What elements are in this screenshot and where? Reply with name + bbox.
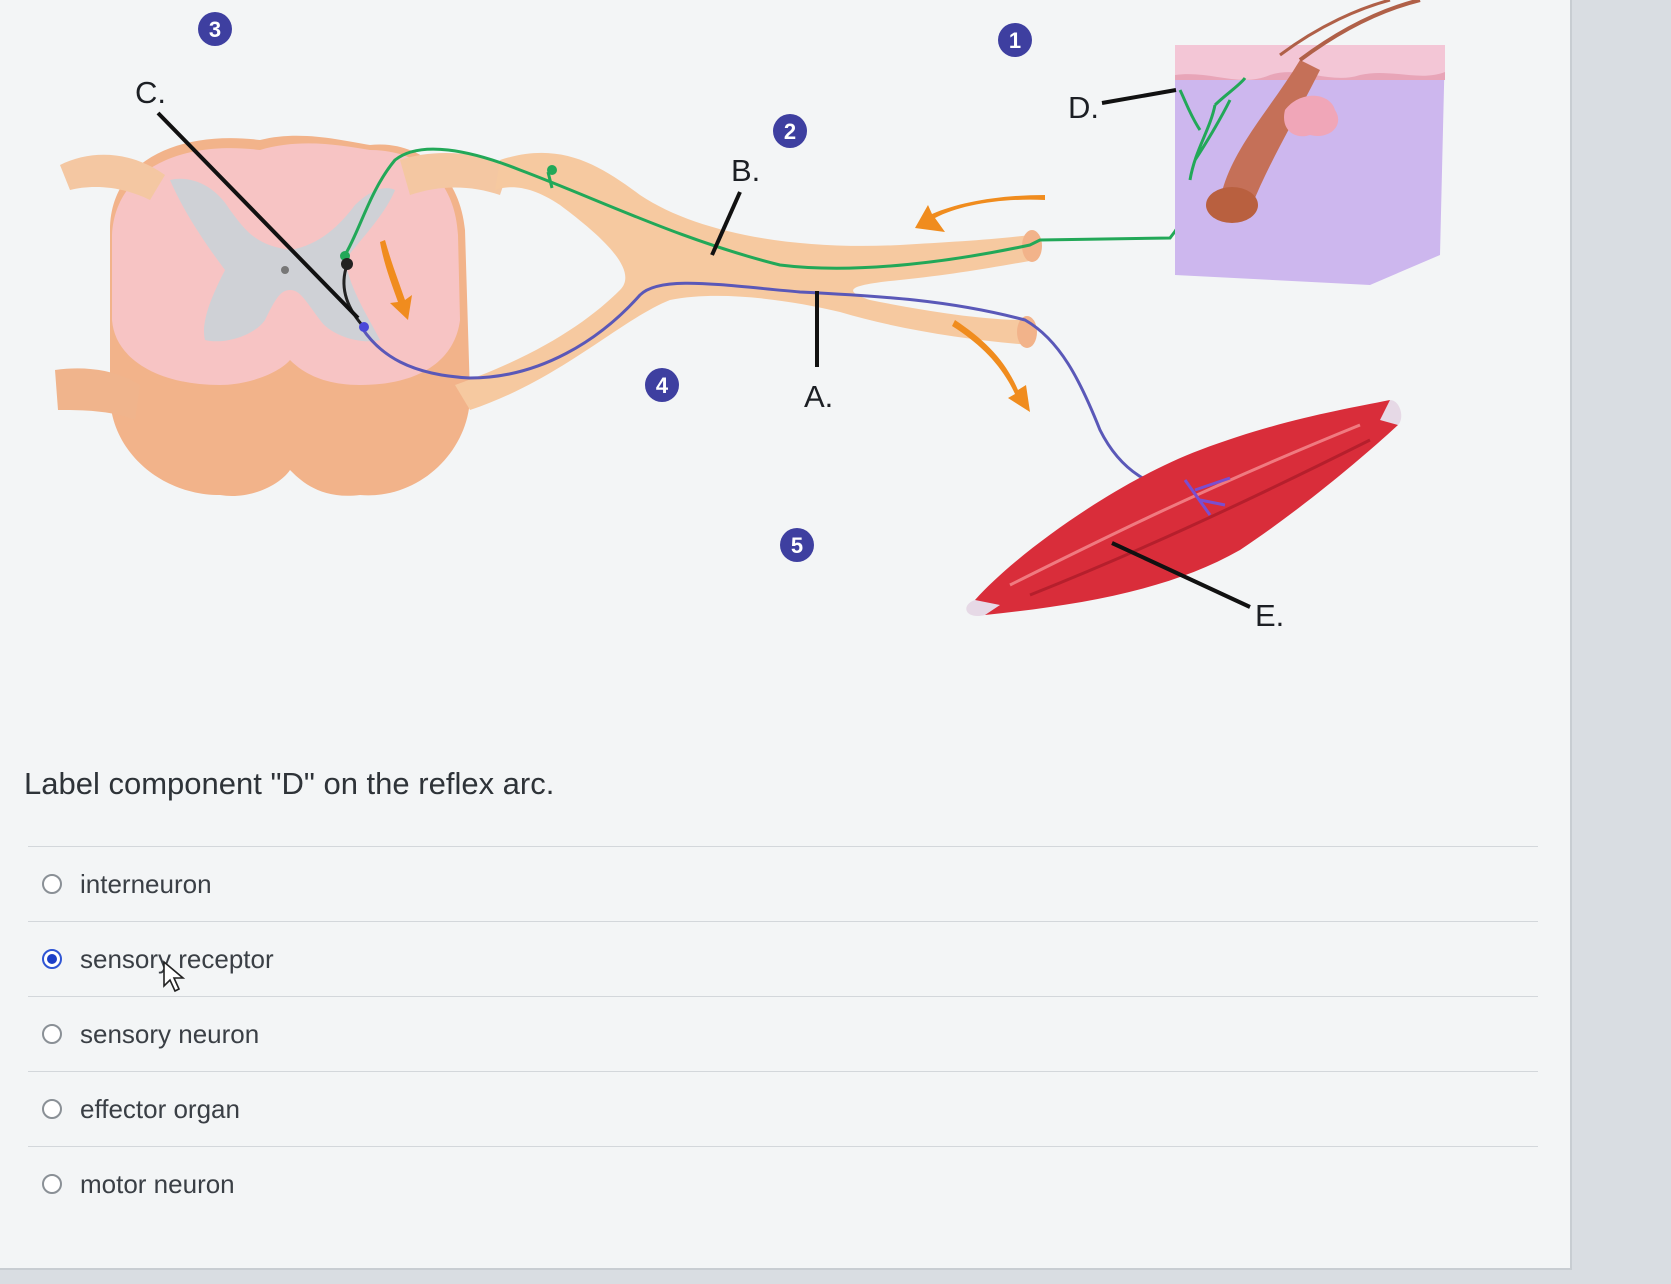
motor-neuron-path	[360, 281, 1201, 497]
radio-button[interactable]	[42, 1099, 62, 1119]
direction-arrows	[380, 195, 1045, 412]
option-sensory-neuron[interactable]: sensory neuron	[28, 997, 1538, 1071]
option-label: motor neuron	[80, 1168, 235, 1199]
label-d: D.	[1068, 90, 1099, 125]
divider	[28, 846, 1538, 847]
marker-3: 3	[209, 17, 221, 42]
skin-block	[1175, 0, 1445, 285]
divider	[28, 1146, 1538, 1147]
radio-button-selected[interactable]	[42, 949, 62, 969]
option-label: sensory receptor	[80, 943, 274, 974]
question-text: Label component "D" on the reflex arc.	[24, 766, 555, 801]
answer-options: interneuron sensory receptor sensory neu…	[28, 846, 1538, 1221]
spinal-nerve	[455, 152, 1042, 410]
label-b: B.	[731, 153, 760, 188]
radio-button[interactable]	[42, 1174, 62, 1194]
marker-2: 2	[784, 119, 796, 144]
option-motor-neuron[interactable]: motor neuron	[28, 1147, 1538, 1221]
option-effector-organ[interactable]: effector organ	[28, 1072, 1538, 1146]
spinal-cord	[55, 135, 510, 496]
label-c: C.	[135, 75, 166, 110]
option-label: effector organ	[80, 1093, 240, 1124]
radio-button[interactable]	[42, 1024, 62, 1044]
muscle	[966, 400, 1402, 617]
reflex-arc-diagram: C. B. A. D. E. 1 2 3 4 5	[55, 0, 1445, 633]
marker-5: 5	[791, 533, 803, 558]
divider	[28, 1071, 1538, 1072]
option-sensory-receptor[interactable]: sensory receptor	[28, 922, 1538, 996]
divider	[28, 921, 1538, 922]
leader-lines	[156, 88, 1251, 609]
option-label: sensory neuron	[80, 1018, 260, 1049]
quiz-page: C. B. A. D. E. 1 2 3 4 5 Label component…	[0, 0, 1572, 1270]
divider	[28, 996, 1538, 997]
label-e: E.	[1255, 598, 1284, 633]
mouse-cursor-icon	[163, 960, 186, 993]
label-a: A.	[804, 379, 833, 414]
radio-button[interactable]	[42, 874, 62, 894]
marker-1: 1	[1009, 28, 1021, 53]
option-label: interneuron	[80, 868, 212, 899]
option-interneuron[interactable]: interneuron	[28, 847, 1538, 921]
sensory-neuron-path	[343, 147, 1192, 270]
marker-4: 4	[656, 373, 669, 398]
numbered-markers: 1 2 3 4 5	[198, 12, 1032, 562]
